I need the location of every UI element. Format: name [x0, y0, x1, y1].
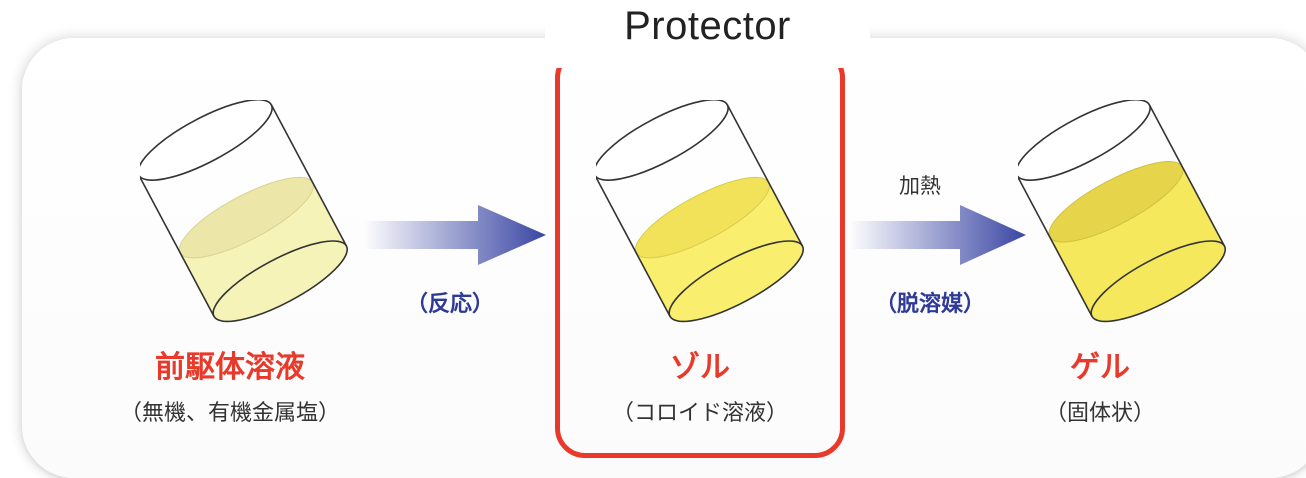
clipped-heading-fragment	[120, 0, 420, 10]
arrow-right-icon	[362, 205, 546, 265]
stage-sub-gel: （固体状）	[1044, 401, 1155, 426]
beaker-sol-icon	[596, 100, 805, 323]
protector-title: Protector	[624, 4, 791, 48]
stage-name-sol: ゾル	[670, 350, 730, 385]
stage-sub-precursor: （無機、有機金属塩）	[119, 401, 340, 426]
stage-sub-sol: （コロイド溶液）	[611, 401, 788, 426]
beaker-precursor-icon	[140, 100, 349, 323]
beaker-gel-icon	[1018, 100, 1227, 323]
arrow-right-icon	[848, 205, 1026, 265]
protector-title-background	[545, 0, 870, 68]
stage-name-gel: ゲル	[1070, 350, 1130, 385]
process-label-reaction: （反応）	[405, 292, 494, 317]
process-label-desolvation: （脱溶媒）	[874, 292, 985, 317]
stage-name-precursor: 前駆体溶液	[155, 350, 305, 385]
process-condition-heating: 加熱	[899, 174, 941, 198]
